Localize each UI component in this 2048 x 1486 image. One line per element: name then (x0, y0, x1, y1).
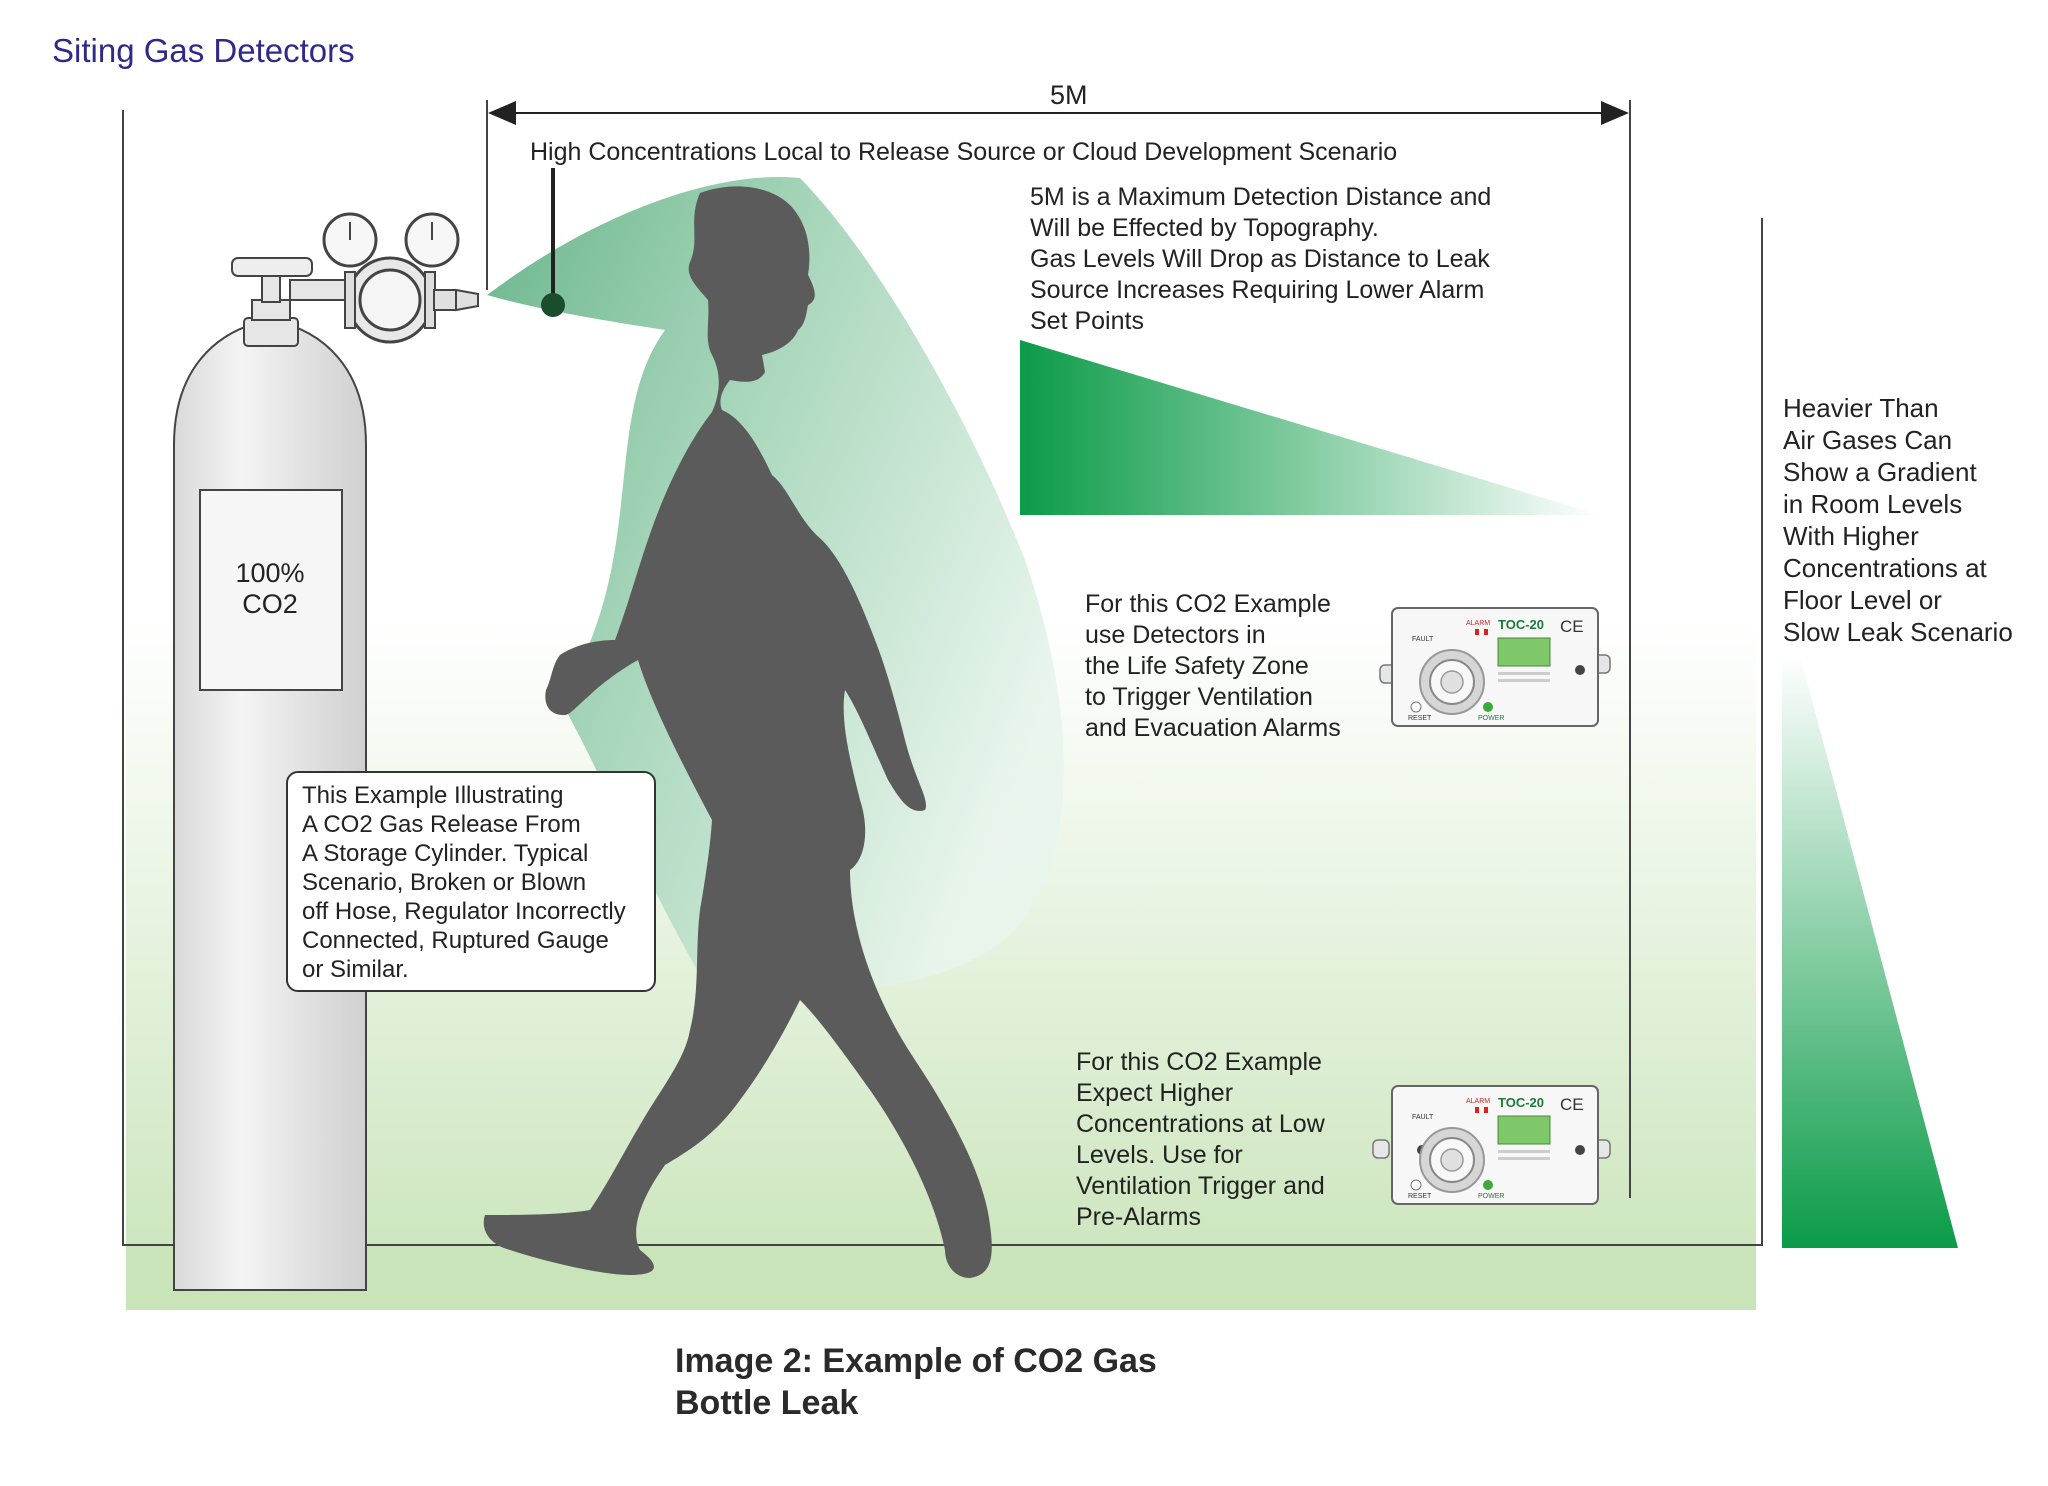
note-line: the Life Safety Zone (1085, 652, 1309, 680)
detector-power-lower: POWER (1478, 1193, 1504, 1200)
note-line: use Detectors in (1085, 621, 1266, 649)
detector-power-upper: POWER (1478, 715, 1504, 722)
note-line: to Trigger Ventilation (1085, 683, 1313, 711)
note-line: Set Points (1030, 307, 1144, 335)
note-line: 5M is a Maximum Detection Distance and (1030, 183, 1492, 211)
detector-alarm-upper: ALARM (1466, 620, 1490, 627)
page-title: Siting Gas Detectors (52, 32, 355, 69)
callout-line: Scenario, Broken or Blown (302, 869, 587, 896)
detector-alarm-lower: ALARM (1466, 1098, 1490, 1105)
callout-line: off Hose, Regulator Incorrectly (302, 898, 626, 925)
note-line: Air Gases Can (1783, 425, 1953, 455)
dimension-label: 5M (1050, 80, 1088, 110)
figure-caption: Image 2: Example of CO2 Gas Bottle Leak (675, 1340, 1157, 1424)
note-line: Heavier Than (1783, 393, 1939, 423)
cylinder-label-line: CO2 (242, 589, 298, 619)
detector-brand-lower: TOC-20 (1498, 1095, 1544, 1110)
detector-fault-lower: FAULT (1412, 1114, 1434, 1121)
note-line: Expect Higher (1076, 1079, 1234, 1107)
note-line: Show a Gradient (1783, 457, 1977, 487)
low-level-note: For this CO2 Example Expect Higher Conce… (1076, 1047, 1325, 1233)
note-line: and Evacuation Alarms (1085, 714, 1341, 742)
note-line: With Higher (1783, 521, 1919, 551)
detector-fault-upper: FAULT (1412, 636, 1434, 643)
note-line: in Room Levels (1783, 489, 1963, 519)
floor-band (126, 1245, 1756, 1310)
callout-line: A Storage Cylinder. Typical (302, 840, 589, 867)
co2-cylinder (173, 212, 479, 1291)
note-line: Source Increases Requiring Lower Alarm (1030, 276, 1485, 304)
note-line: Floor Level or (1783, 585, 1942, 615)
life-safety-note: For this CO2 Example use Detectors in th… (1085, 589, 1341, 744)
distance-gradient-wedge (1020, 340, 1600, 515)
detector-reset-upper: RESET (1408, 715, 1432, 722)
note-line: Slow Leak Scenario (1783, 617, 2013, 647)
detector-brand-upper: TOC-20 (1498, 617, 1544, 632)
note-line: Pre-Alarms (1076, 1203, 1202, 1231)
note-line: Levels. Use for (1076, 1141, 1243, 1169)
note-line: For this CO2 Example (1076, 1048, 1322, 1076)
release-source-dot (541, 293, 565, 317)
callout-line: Connected, Ruptured Gauge (302, 927, 609, 954)
callout-line: A CO2 Gas Release From (302, 811, 581, 838)
caption-line: Image 2: Example of CO2 Gas (675, 1342, 1157, 1380)
detector-ce-lower: CE (1560, 1095, 1584, 1114)
max-distance-note: 5M is a Maximum Detection Distance and W… (1030, 182, 1491, 337)
room-outline (122, 110, 1763, 1246)
example-callout-box: This Example Illustrating A CO2 Gas Rele… (286, 771, 656, 992)
gas-detector-lower: TOC-20 CE ALARM FAULT RESET POWER (1372, 1085, 1611, 1205)
heavier-gas-note: Heavier Than Air Gases Can Show a Gradie… (1783, 392, 2013, 648)
detector-ce-upper: CE (1560, 617, 1584, 636)
cylinder-label-line: 100% (235, 558, 305, 588)
high-concentration-label: High Concentrations Local to Release Sou… (530, 138, 1398, 166)
note-line: Concentrations at Low (1076, 1110, 1325, 1138)
detector-reset-lower: RESET (1408, 1193, 1432, 1200)
note-line: Ventilation Trigger and (1076, 1172, 1325, 1200)
height-gradient-wedge (1782, 655, 1958, 1248)
note-line: For this CO2 Example (1085, 590, 1331, 618)
cylinder-label: 100% CO2 (200, 558, 340, 620)
callout-line: This Example Illustrating (302, 782, 564, 809)
callout-line: or Similar. (302, 956, 409, 983)
caption-line: Bottle Leak (675, 1384, 859, 1422)
gas-detector-upper: TOC-20 CE ALARM FAULT RESET POWER (1379, 607, 1611, 727)
person-silhouette (483, 186, 992, 1278)
note-line: Concentrations at (1783, 553, 1987, 583)
note-line: Gas Levels Will Drop as Distance to Leak (1030, 245, 1490, 273)
note-line: Will be Effected by Topography. (1030, 214, 1379, 242)
